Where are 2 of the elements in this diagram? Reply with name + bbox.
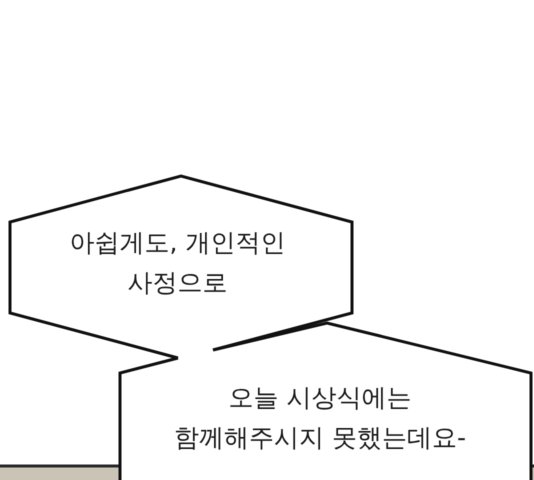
dialogue-text: 아쉽게도, 개인적인 사정으로 <box>68 227 286 299</box>
dialogue-text: 오늘 시상식에는 함께해주시지 못했는데요- <box>173 382 467 454</box>
